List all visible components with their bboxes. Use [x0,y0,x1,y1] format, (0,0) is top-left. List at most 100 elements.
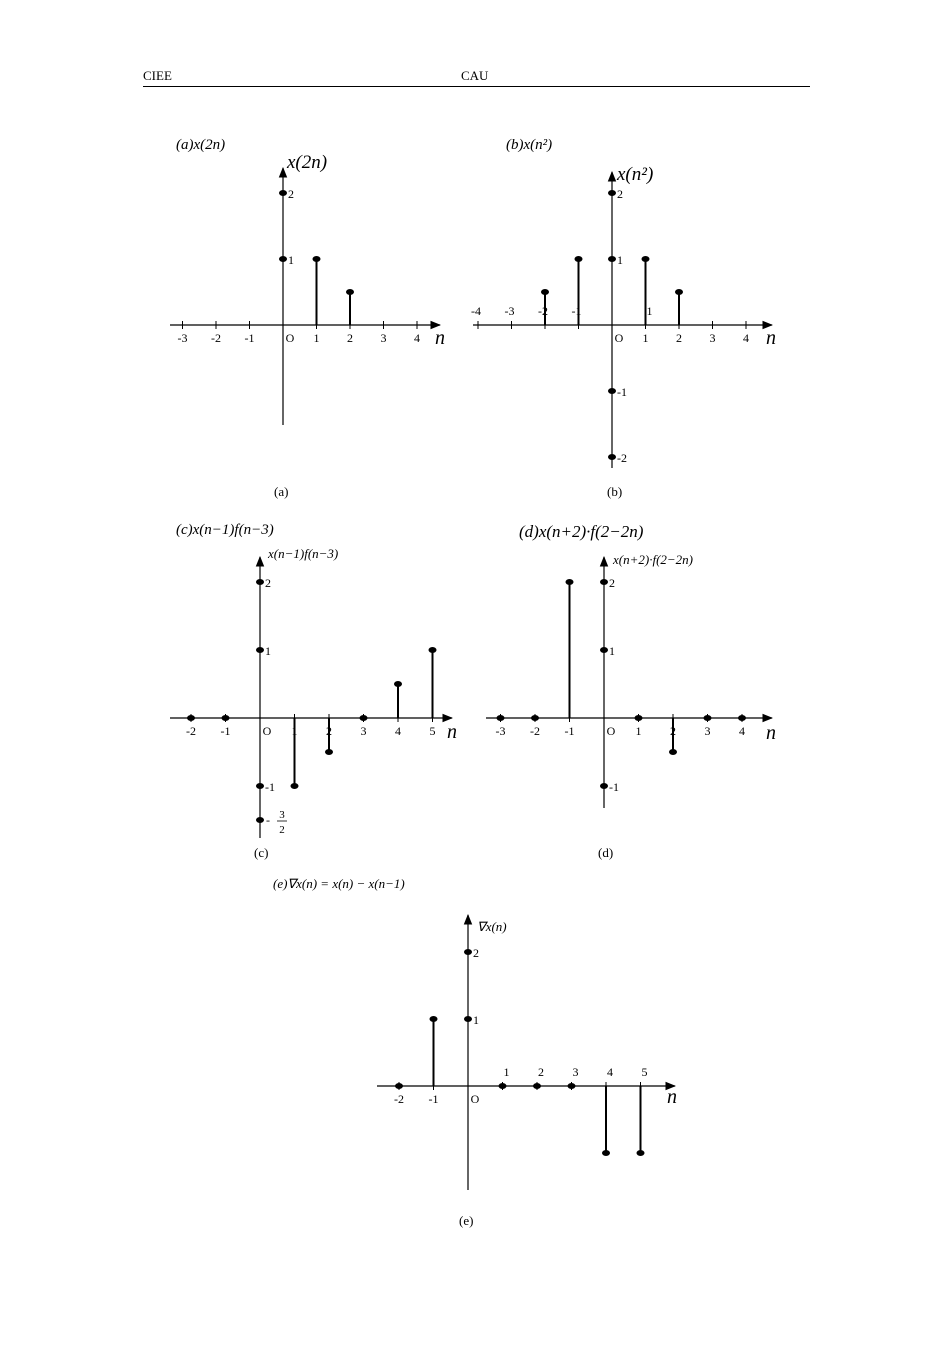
chart-e-stem-marker [464,949,472,955]
chart-b-x-tick-label: -2 [538,304,548,318]
chart-d-stem-marker [703,715,712,721]
chart-c-x-tick-label: 5 [430,724,436,738]
chart-b-x-tick-label: 4 [743,331,749,345]
chart-a-stem-marker [279,256,287,262]
chart-c-x-label: n [447,721,457,743]
chart-c-stem-marker [256,647,264,653]
chart-e-stem-marker [429,1016,438,1022]
chart-e-x-label: n [667,1086,677,1108]
chart-b-x-tick-label: -1 [572,304,582,318]
chart-a-x-tick-label: -3 [178,331,188,345]
chart-b-stem-marker [641,256,650,262]
chart-d-y-tick-label: 1 [609,644,615,658]
chart-b-stem-marker [574,256,583,262]
chart-a-x-tick-label: 3 [381,331,387,345]
chart-c-y-frac-sign: - [266,813,270,827]
chart-c-stem-marker [256,579,264,585]
chart-a-x-tick-label: 4 [414,331,420,345]
chart-e-stem-marker [636,1150,645,1156]
chart-e-caption: (e) [459,1213,474,1228]
chart-b-y-tick-label: 1 [617,253,623,267]
chart-d-stem-marker [600,783,608,789]
chart-e-y-tick-label: 2 [473,946,479,960]
chart-c-y-frac-num: 3 [279,809,285,821]
chart-e-x-tick-label: 1 [504,1065,510,1079]
chart-d-stem-marker [634,715,643,721]
chart-b-x-label: n [766,327,776,349]
chart-c-stem-marker [256,783,264,789]
chart-b-stem-marker [608,190,616,196]
chart-d-stem-marker [600,647,608,653]
chart-a-caption: (a) [274,484,289,499]
chart-b-stem-marker [675,289,683,295]
chart-b-x-tick-label: -3 [505,304,515,318]
chart-d-stem-marker [531,715,539,721]
chart-a-stem-marker [279,190,287,196]
chart-c-stem-marker [428,647,437,653]
chart-d-stem-marker [669,749,677,755]
chart-d-y-tick-label: -1 [609,780,619,794]
chart-d-x-label: n [766,722,776,744]
chart-b-y-tick-label: -2 [617,451,627,465]
chart-b-x-tick-label: -4 [471,304,481,318]
chart-e-stem-marker [567,1083,576,1089]
chart-b-x-tick-label: 3 [710,331,716,345]
chart-c-stem-marker [187,715,195,721]
chart-d-x-tick-label: 4 [739,724,745,738]
chart-d-y-label: x(n+2)·f(2−2n) [612,552,693,567]
chart-c-stem-marker [221,715,230,721]
chart-d-stem-marker [565,579,574,585]
chart-a-x-tick-label: 2 [347,331,353,345]
chart-b-stem-marker [608,388,616,394]
chart-c-title: (c)x(n−1)f(n−3) [176,522,274,538]
chart-c-origin-label: O [263,724,272,738]
chart-e-stem-marker [602,1150,610,1156]
chart-c-y-label: x(n−1)f(n−3) [267,546,338,561]
chart-a-y-tick-label: 1 [288,253,294,267]
chart-d-origin-label: O [607,724,616,738]
chart-c-stem-marker [359,715,368,721]
chart-e-x-tick-label: -2 [394,1092,404,1106]
chart-d-y-tick-label: 2 [609,576,615,590]
chart-e-stem-marker [395,1083,403,1089]
chart-e-stem-marker [533,1083,541,1089]
chart-b-origin-label: O [615,331,624,345]
header-left: CIEE [143,68,172,83]
chart-d-x-tick-label: -3 [496,724,506,738]
chart-a-x-tick-label: -1 [245,331,255,345]
chart-b-y-label: x(n²) [616,164,653,185]
chart-e-x-tick-label: 5 [642,1065,648,1079]
chart-c-y-tick-label: 1 [265,644,271,658]
chart-c-stem-marker [325,749,333,755]
chart-c-x-tick-label: 4 [395,724,401,738]
chart-c-x-tick-label: -1 [221,724,231,738]
chart-a-title: (a)x(2n) [176,137,226,153]
chart-c-caption: (c) [254,845,269,860]
chart-a-origin-label: O [286,331,295,345]
chart-d-stem-marker [738,715,746,721]
chart-c-stem-marker [290,783,299,789]
chart-e-y-label: ∇x(n) [477,919,507,934]
chart-d-x-tick-label: 3 [705,724,711,738]
chart-b-x-tick-label: 2 [676,331,682,345]
header-rule [143,86,810,87]
chart-a-y-label: x(2n) [286,152,327,173]
chart-b-x-tick-label: 1 [643,331,649,345]
chart-d-stem-marker [496,715,505,721]
chart-b-y-tick-label: -1 [617,385,627,399]
chart-a-stem-marker [312,256,321,262]
chart-b-x-tick-label: 1 [647,304,653,318]
chart-e-x-tick-label: 2 [538,1065,544,1079]
chart-e-stem-marker [464,1016,472,1022]
chart-d-stem-marker [600,579,608,585]
chart-a-x-tick-label: 1 [314,331,320,345]
chart-e-title: (e)∇x(n) = x(n) − x(n−1) [273,876,405,891]
chart-d-title: (d)x(n+2)·f(2−2n) [519,522,644,541]
chart-b-title: (b)x(n²) [506,137,553,153]
chart-b-stem-marker [608,256,616,262]
chart-a-stem-marker [346,289,354,295]
chart-e-x-tick-label: -1 [429,1092,439,1106]
chart-d-caption: (d) [598,845,614,860]
chart-d-x-tick-label: 1 [636,724,642,738]
